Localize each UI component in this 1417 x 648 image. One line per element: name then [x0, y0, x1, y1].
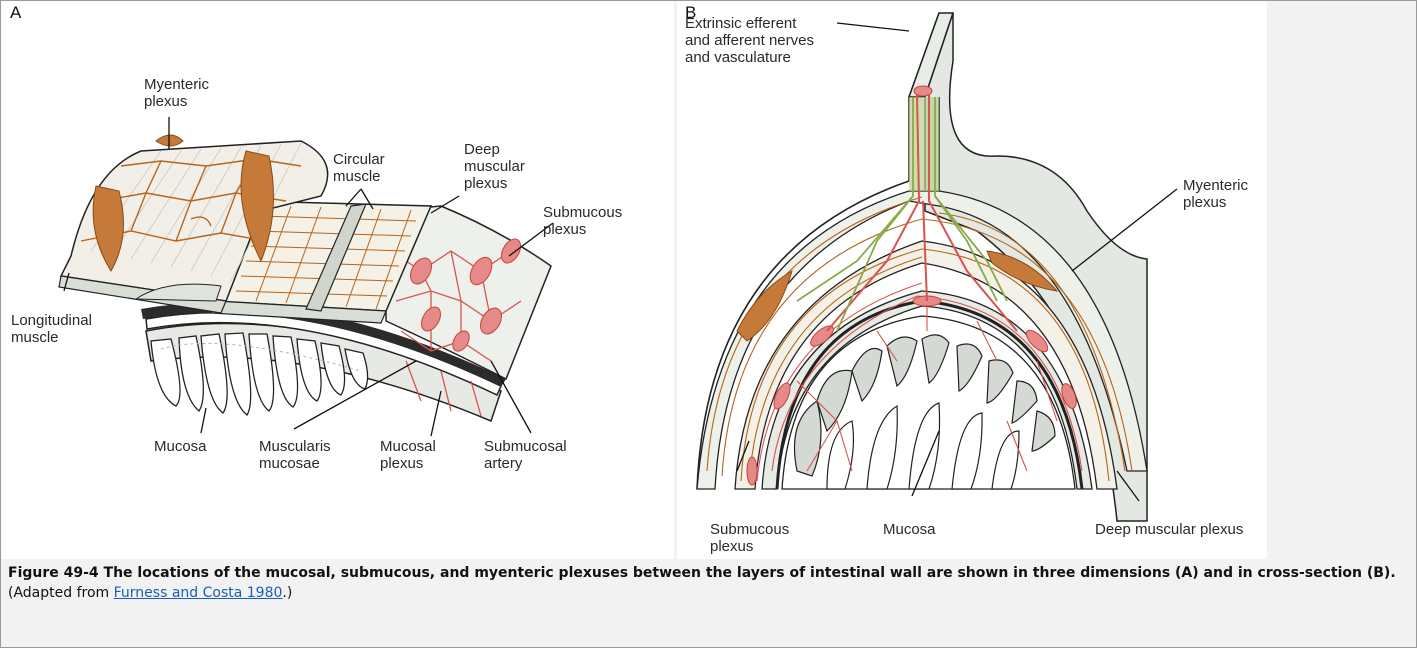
- label-deep-muscular-plexus-a: Deep muscular plexus: [464, 141, 525, 192]
- label-myenteric-plexus-b: Myenteric plexus: [1183, 177, 1248, 211]
- caption-pre-link: (Adapted from: [8, 585, 114, 601]
- label-submucosal-artery: Submucosal artery: [484, 438, 567, 472]
- figure-area: A: [0, 0, 1417, 560]
- label-mucosa-b: Mucosa: [883, 521, 936, 538]
- label-circular-muscle: Circular muscle: [333, 151, 385, 185]
- panel-a-illustration: [1, 1, 674, 559]
- panel-b: B: [677, 1, 1267, 559]
- label-extrinsic-nerves: Extrinsic efferent and afferent nerves a…: [685, 15, 814, 66]
- label-mucosa-a: Mucosa: [154, 438, 207, 455]
- label-longitudinal-muscle: Longitudinal muscle: [11, 312, 92, 346]
- citation-link[interactable]: Furness and Costa 1980: [114, 585, 283, 601]
- caption-title: Figure 49-4 The locations of the mucosal…: [8, 565, 1396, 581]
- panel-b-illustration: [677, 1, 1267, 559]
- label-deep-muscular-plexus-b: Deep muscular plexus: [1095, 521, 1243, 538]
- caption-post-link: .): [282, 585, 292, 601]
- label-myenteric-plexus-a: Myenteric plexus: [144, 76, 209, 110]
- label-submucous-plexus-b: Submucous plexus: [710, 521, 789, 555]
- figure-caption: Figure 49-4 The locations of the mucosal…: [8, 563, 1408, 603]
- panel-a: A: [1, 1, 674, 559]
- label-mucosal-plexus: Mucosal plexus: [380, 438, 436, 472]
- label-muscularis-mucosae: Muscularis mucosae: [259, 438, 331, 472]
- label-submucous-plexus-a: Submucous plexus: [543, 204, 622, 238]
